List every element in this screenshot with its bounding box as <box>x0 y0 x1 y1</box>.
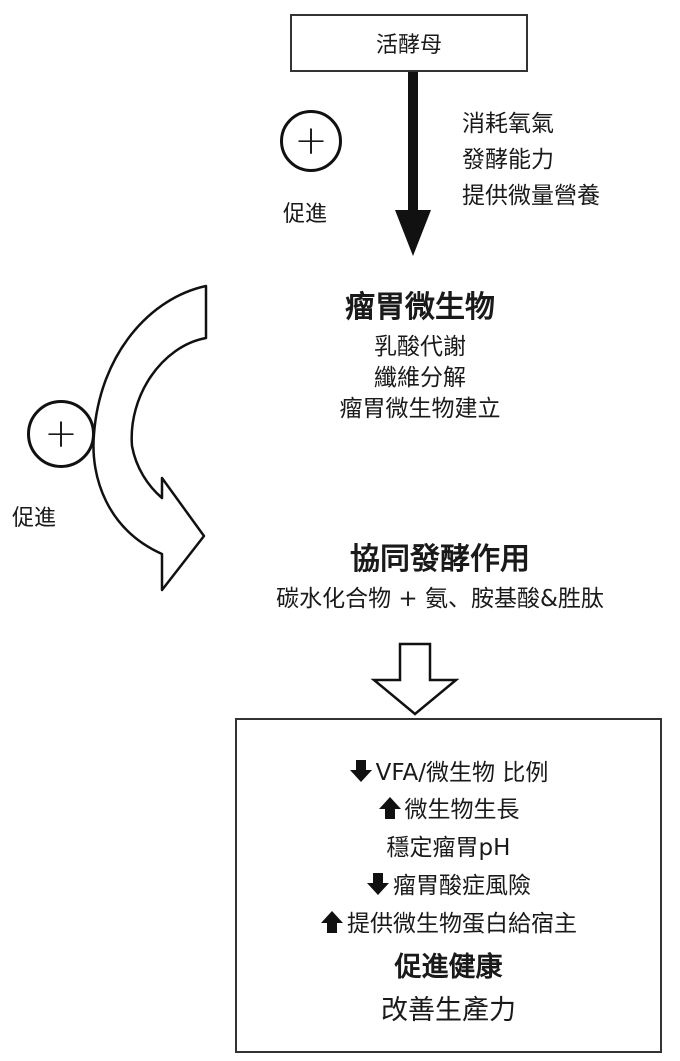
rumen-item: 纖維分解 <box>374 365 466 391</box>
hollow-down-arrow <box>370 642 460 716</box>
result-line: VFA/微生物 比例 <box>237 753 660 787</box>
main-down-arrow <box>395 72 431 256</box>
result-line: 瘤胃酸症風險 <box>237 866 660 900</box>
arrow-up-icon <box>321 911 343 933</box>
results-box: VFA/微生物 比例 微生物生長 穩定瘤胃pH 瘤胃酸症風險 提供微生物蛋白給宿… <box>235 718 662 1053</box>
synergy-block: 協同發酵作用 碳水化合物 + 氨、胺基酸&胜肽 <box>230 534 650 615</box>
conclusion-health: 促進健康 <box>394 952 503 983</box>
live-yeast-label: 活酵母 <box>375 33 442 58</box>
rumen-item: 瘤胃微生物建立 <box>339 396 501 422</box>
yeast-effect-item: 提供微量營養 <box>462 183 600 209</box>
plus-icon: + <box>27 400 95 468</box>
yeast-effects-list: 消耗氧氣 發酵能力 提供微量營養 <box>462 106 600 214</box>
result-line: 提供微生物蛋白給宿主 <box>237 904 660 938</box>
rumen-microbes-block: 瘤胃微生物 乳酸代謝 纖維分解 瘤胃微生物建立 <box>300 282 540 425</box>
result-line: 穩定瘤胃pH <box>386 835 511 861</box>
result-line: 微生物生長 <box>237 790 660 824</box>
live-yeast-box: 活酵母 <box>290 14 528 72</box>
arrow-down-icon <box>349 760 372 782</box>
plus-icon: + <box>280 110 342 172</box>
promote-label-top: 促進 <box>283 202 328 227</box>
arrow-down-icon <box>367 873 389 895</box>
synergy-subtitle: 碳水化合物 + 氨、胺基酸&胜肽 <box>276 586 604 612</box>
yeast-effect-item: 消耗氧氣 <box>462 111 554 137</box>
arrow-up-icon <box>378 797 401 819</box>
rumen-microbes-title: 瘤胃微生物 <box>345 290 495 325</box>
yeast-effect-item: 發酵能力 <box>462 147 554 173</box>
promote-label-left: 促進 <box>12 506 57 531</box>
curved-hollow-arrow <box>92 284 208 592</box>
synergy-title: 協同發酵作用 <box>350 542 530 577</box>
rumen-item: 乳酸代謝 <box>374 334 466 360</box>
conclusion-productivity: 改善生產力 <box>381 995 516 1026</box>
